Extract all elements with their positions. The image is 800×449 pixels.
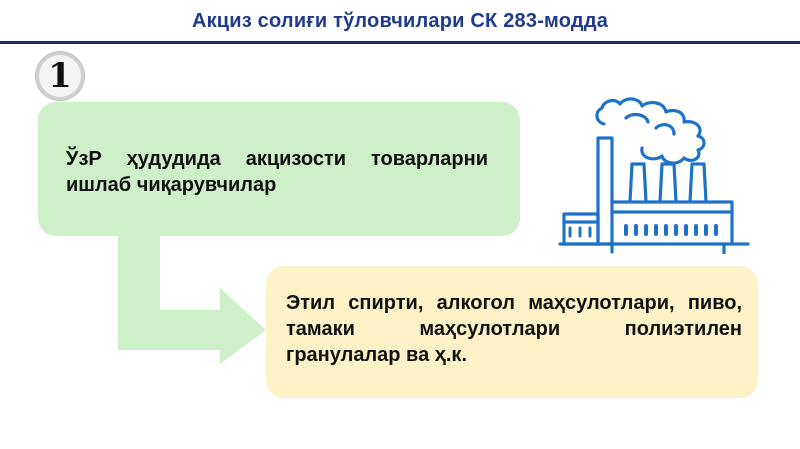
producers-box bbox=[38, 102, 520, 236]
elbow-arrow-icon bbox=[118, 236, 266, 364]
producers-text: ЎзР ҳудудида акцизости товарларни ишлаб … bbox=[66, 148, 488, 196]
goods-box bbox=[266, 266, 758, 398]
goods-text: Этил спирти, алкогол маҳсулотлари, пиво,… bbox=[286, 292, 742, 366]
title-underline bbox=[0, 41, 800, 44]
number-badge: 1 bbox=[36, 52, 84, 100]
slide-title: Акциз солиғи тўловчилари СК 283-модда bbox=[191, 10, 609, 32]
factory-icon bbox=[558, 97, 750, 254]
